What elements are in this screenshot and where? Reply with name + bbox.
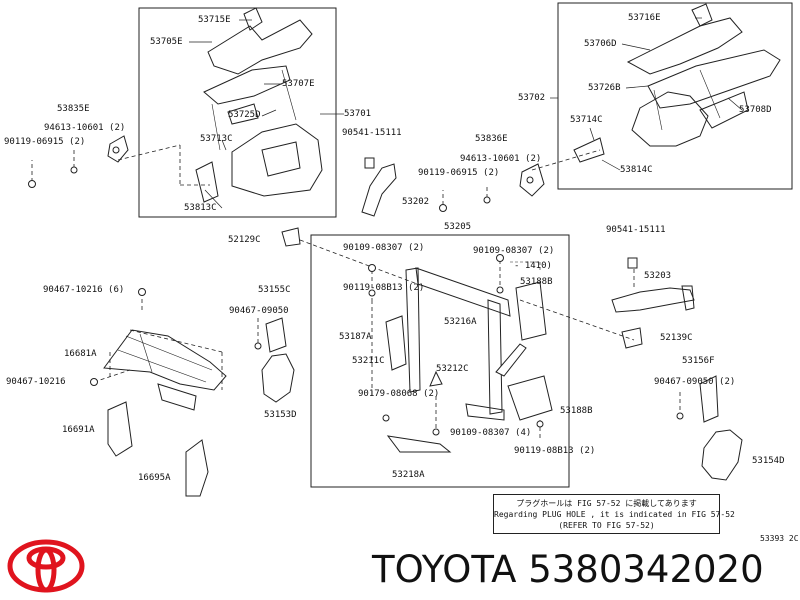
clip-52139c [621,327,643,349]
label-53216a: 53216A [444,317,477,327]
duct-16691a [107,401,133,457]
leaders-53701 [189,19,344,209]
label-90541-15111-top: 90541-15111 [342,128,402,138]
label-53708d: 53708D [739,105,772,115]
label-53702: 53702 [518,93,546,103]
label-53714c: 53714C [570,115,603,125]
brace-53203 [611,287,695,313]
seal-53153d [261,353,295,403]
label-53713c: 53713C [200,134,233,144]
label-53202: 53202 [402,197,430,207]
label-90119-06915-left: 90119-06915 (2) [4,137,86,147]
label-53218a: 53218A [392,470,425,480]
label-90179-08068: 90179-08068 (2) [358,389,440,399]
label-53706d: 53706D [584,39,617,49]
label-53716e: 53716E [628,13,661,23]
seal-53156f [699,375,719,423]
label-94613-10601-left: 94613-10601 (2) [44,123,126,133]
label-53813c: 53813C [184,203,217,213]
label-16681a: 16681A [64,349,97,359]
bracket-53835e [107,135,129,163]
label-53835e: 53835E [57,104,90,114]
label-90109-08307-a: 90109-08307 (2) [343,243,425,253]
reference-note: プラグホールは FIG 57-52 に掲載してあります Regarding PL… [493,494,735,534]
group-box-53205 [310,234,570,488]
group-box-53701 [138,7,337,218]
brace-53203-end [681,285,695,311]
label-16691a: 16691A [62,425,95,435]
note-line-ref: (REFER TO FIG 57-52) [558,521,655,530]
label-53156f: 53156F [682,356,715,366]
label-53187a: 53187A [339,332,372,342]
label-53153d: 53153D [264,410,297,420]
note-line-en: Regarding PLUG HOLE , it is indicated in… [494,510,735,519]
label-90119-06915-right: 90119-06915 (2) [418,168,500,178]
label-53705e: 53705E [150,37,183,47]
label-90119-08b13-b: 90119-08B13 (2) [514,446,596,456]
label-90467-10216: 90467-10216 [6,377,66,387]
label-90467-10216-6: 90467-10216 (6) [43,285,125,295]
seal-53155c [265,317,287,353]
label-94613-10601-right: 94613-10601 (2) [460,154,542,164]
label-53154d: 53154D [752,456,785,466]
seal-53154d [701,429,743,481]
label-53188b-top: 53188B [520,277,553,287]
label-16695a: 16695A [138,473,171,483]
label-90109-08307-b: 90109-08307 (2) [473,246,555,256]
label-90467-09050-right: 90467-09050 (2) [654,377,736,387]
frame-16681a [103,329,227,411]
bracket-53836e [519,163,545,197]
label-90119-08b13-a: 90119-08B13 (2) [343,283,425,293]
label-53707e: 53707E [282,79,315,89]
toyota-logo-icon [7,539,85,593]
group-box-53702 [557,2,793,190]
label-53715e: 53715E [198,15,231,25]
note-line-jp: プラグホールは FIG 57-52 に掲載してあります [516,499,697,508]
label-53836e: 53836E [475,134,508,144]
part-53701-apron [195,7,323,203]
part-53702-apron [573,3,781,163]
label-52129c: 52129C [228,235,261,245]
label-53725d: 53725D [228,110,261,120]
drawing-code: 53393 2C [760,534,799,543]
label-53701: 53701 [344,109,372,119]
label-1410: - 1410) [514,261,552,271]
label-53155c: 53155C [258,285,291,295]
clip-52129c [281,227,301,247]
brand-part-number: TOYOTA 5380342020 [372,548,764,591]
label-90541-15111-right: 90541-15111 [606,225,666,235]
brace-53202 [361,163,397,217]
label-53188b: 53188B [560,406,593,416]
label-53205: 53205 [444,222,472,232]
label-90109-08307-c: 90109-08307 (4) [450,428,532,438]
radiator-support-53205 [385,261,553,453]
label-52139c: 52139C [660,333,693,343]
leaders-53702 [550,17,743,171]
label-53212c: 53212C [436,364,469,374]
label-53203: 53203 [644,271,672,281]
dashed-guides [31,144,681,438]
label-90467-09050-left: 90467-09050 [229,306,289,316]
label-53211c: 53211C [352,356,385,366]
fasteners [28,157,684,436]
label-53726b: 53726B [588,83,621,93]
duct-16695a [185,439,209,497]
label-53814c: 53814C [620,165,653,175]
